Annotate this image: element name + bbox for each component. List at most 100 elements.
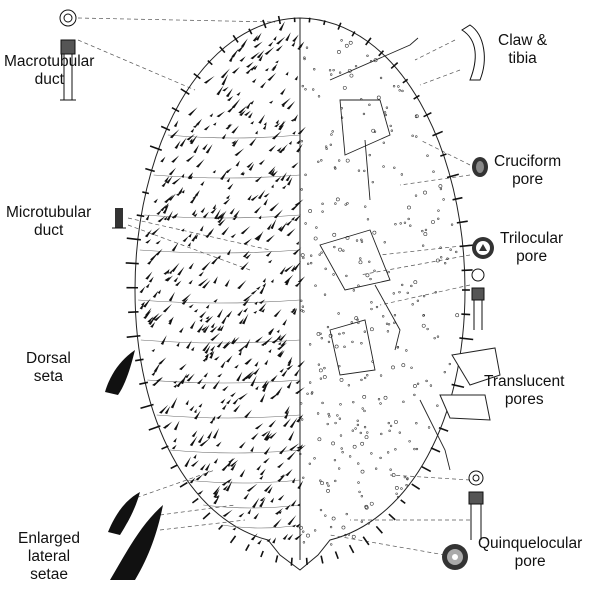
ventral-pore-mark: [341, 525, 346, 530]
dorsal-seta-mark: [221, 226, 230, 236]
dorsal-seta-mark: [152, 290, 159, 298]
ventral-pore-mark: [350, 321, 353, 324]
dorsal-seta-mark: [284, 504, 291, 510]
dorsal-seta-mark: [241, 172, 245, 176]
dorsal-seta-mark: [286, 364, 294, 370]
dorsal-seta-mark: [275, 508, 284, 515]
dorsal-seta-mark: [241, 313, 249, 325]
dorsal-seta-mark: [273, 35, 277, 41]
ventral-pore-mark: [338, 417, 342, 420]
ventral-pore-mark: [330, 73, 333, 76]
dorsal-seta-mark: [235, 160, 240, 167]
dorsal-seta-mark: [249, 64, 256, 71]
ventral-pore-mark: [299, 452, 302, 456]
dorsal-seta-mark: [176, 378, 184, 388]
ventral-pore-mark: [411, 303, 414, 306]
ventral-pore-mark: [389, 124, 392, 128]
ventral-pore-mark: [359, 257, 362, 260]
ventral-pore-mark: [326, 482, 329, 485]
dorsal-seta-mark: [244, 370, 254, 380]
dorsal-seta-mark: [227, 95, 234, 102]
dorsal-seta-mark: [232, 215, 238, 221]
marginal-seta-mark: [140, 403, 154, 410]
dorsal-seta-mark: [288, 430, 295, 441]
dorsal-seta-mark: [156, 376, 164, 383]
dorsal-seta-mark: [297, 126, 306, 135]
marginal-seta-mark: [136, 214, 145, 218]
ventral-pore-mark: [347, 384, 351, 387]
dorsal-seta-mark: [290, 118, 295, 122]
dorsal-seta-mark: [145, 214, 150, 221]
dorsal-seta-mark: [281, 369, 289, 377]
marginal-seta-mark: [125, 262, 139, 265]
ventral-pore-mark: [335, 197, 340, 202]
dorsal-seta-mark: [262, 381, 269, 393]
ventral-pore-mark: [368, 153, 371, 157]
marginal-seta-mark: [440, 153, 447, 157]
marginal-seta-mark: [432, 130, 443, 137]
dorsal-seta-mark: [255, 130, 258, 135]
dorsal-seta-mark: [179, 363, 187, 371]
dorsal-seta-mark: [291, 216, 296, 221]
dorsal-seta-mark: [286, 384, 291, 388]
marginal-seta-mark: [160, 125, 171, 132]
ventral-pore-mark: [379, 402, 382, 405]
ventral-pore-mark: [357, 169, 361, 172]
dorsal-seta-mark: [278, 21, 285, 31]
dorsal-seta-mark: [231, 125, 239, 134]
dorsal-seta-mark: [212, 485, 221, 495]
ventral-pore-mark: [393, 313, 397, 317]
dorsal-seta-mark: [215, 441, 222, 447]
ventral-pore-mark: [300, 140, 304, 143]
dorsal-seta-mark: [196, 323, 204, 333]
dorsal-seta-mark: [185, 155, 195, 162]
ventral-pore-mark: [300, 253, 305, 258]
ventral-pore-mark: [394, 223, 397, 226]
dorsal-seta-mark: [151, 227, 161, 236]
dorsal-seta-mark: [202, 324, 210, 334]
dorsal-seta-mark: [171, 155, 180, 163]
dorsal-seta-mark: [292, 130, 296, 135]
dorsal-seta-mark: [277, 349, 284, 357]
dorsal-seta-mark: [264, 429, 271, 441]
dorsal-seta-mark: [176, 190, 183, 196]
marginal-seta-mark: [378, 50, 385, 57]
ventral-pore-mark: [308, 343, 312, 346]
ventral-pore-mark: [313, 529, 317, 532]
marginal-seta-mark: [202, 512, 211, 520]
dorsal-seta-mark: [216, 340, 224, 348]
dorsal-seta-mark: [267, 486, 273, 494]
ventral-pore-mark: [302, 310, 305, 313]
dorsal-seta-mark: [262, 282, 267, 288]
ventral-pore-mark: [344, 203, 347, 206]
ventral-pore-mark: [360, 520, 363, 524]
dorsal-seta-mark: [277, 462, 285, 468]
dorsal-seta-mark: [209, 350, 214, 355]
ventral-pore-mark: [319, 332, 322, 335]
ventral-pore-mark: [379, 456, 382, 460]
dorsal-seta-mark: [253, 512, 260, 520]
ventral-pore-mark: [300, 418, 304, 421]
microtubular-duct-icon: [112, 208, 126, 229]
dorsal-seta-mark: [259, 468, 266, 476]
dorsal-seta-mark: [190, 128, 195, 133]
dorsal-seta-mark: [246, 61, 254, 68]
marginal-seta-mark: [262, 19, 267, 29]
dorsal-seta-mark: [262, 277, 266, 283]
ventral-pore-mark: [303, 56, 306, 59]
dorsal-seta-mark: [232, 526, 237, 531]
ventral-pore-mark: [354, 427, 357, 430]
dorsal-seta-mark: [297, 44, 302, 50]
dorsal-seta-mark: [254, 361, 259, 367]
dorsal-seta-mark: [178, 186, 184, 194]
dorsal-seta-mark: [220, 360, 226, 368]
segment-line: [185, 479, 301, 484]
marginal-seta-mark: [423, 111, 432, 118]
ventral-pore-mark: [377, 397, 381, 401]
ventral-pore-mark: [338, 364, 341, 368]
dorsal-seta-mark: [201, 383, 206, 390]
dorsal-seta-mark: [282, 318, 288, 326]
ventral-pore-mark: [389, 424, 393, 428]
